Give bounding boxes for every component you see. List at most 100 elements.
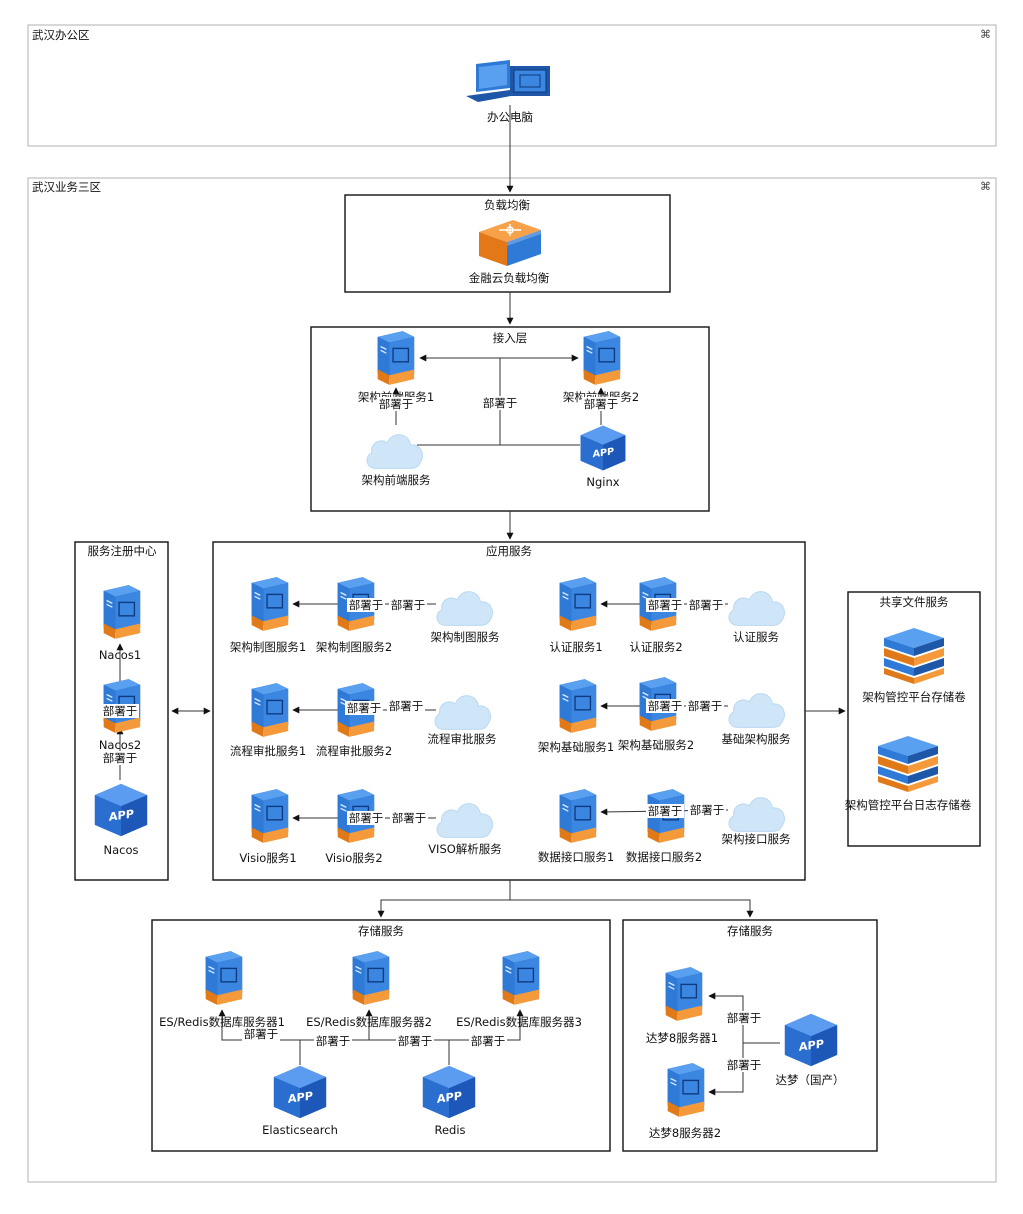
edge-label: 部署于 <box>688 699 723 713</box>
cloud-icon <box>728 591 786 626</box>
node-label: 架构制图服务2 <box>316 640 392 654</box>
edge-label: 部署于 <box>727 1011 762 1025</box>
node-data-cloud[interactable]: 架构接口服务 <box>722 797 791 846</box>
node-label: Nacos1 <box>99 648 141 662</box>
node-label: 达梦8服务器2 <box>649 1126 721 1140</box>
edge-label: 部署于 <box>379 397 414 411</box>
cloud-icon <box>436 591 494 626</box>
node-label: 办公电脑 <box>487 110 533 124</box>
app-icon <box>273 1065 327 1119</box>
node-draw-cloud[interactable]: 架构制图服务 <box>431 591 500 644</box>
node-flow1[interactable]: 流程审批服务1 <box>230 682 306 758</box>
node-label: 架构前端服务 <box>362 473 431 487</box>
node-redis[interactable]: Redis <box>422 1065 476 1137</box>
node-label: 架构基础服务1 <box>538 740 614 754</box>
node-base2[interactable]: 架构基础服务2 <box>618 676 694 752</box>
node-flow-cloud[interactable]: 流程审批服务 <box>428 695 497 746</box>
edge-label: 部署于 <box>103 751 138 765</box>
edge-label: 部署于 <box>316 1034 351 1048</box>
node-data1[interactable]: 数据接口服务1 <box>538 788 614 864</box>
cloud-icon <box>366 434 424 469</box>
zone-office: 武汉办公区 ⌘ <box>27 24 997 147</box>
edge-label: 部署于 <box>244 1027 279 1041</box>
node-es2[interactable]: ES/Redis数据库服务器2 <box>306 950 432 1029</box>
node-base-cloud[interactable]: 基础架构服务 <box>722 693 791 746</box>
edge-label: 部署于 <box>349 811 384 825</box>
box-load-balance: 负载均衡 <box>344 194 671 293</box>
node-dameng[interactable]: 达梦（国产） <box>776 1013 845 1087</box>
node-vol2[interactable]: 架构管控平台日志存储卷 <box>845 736 972 812</box>
node-es3[interactable]: ES/Redis数据库服务器3 <box>456 950 582 1029</box>
node-flow2[interactable]: 流程审批服务2 <box>316 682 392 758</box>
node-nginx[interactable]: Nginx <box>580 425 626 489</box>
edge-label: 部署于 <box>483 396 518 410</box>
node-auth-cloud[interactable]: 认证服务 <box>728 591 786 644</box>
node-fe1[interactable]: 架构前端服务1 <box>358 330 434 404</box>
server-icon <box>250 576 289 632</box>
edge-label: 部署于 <box>389 699 424 713</box>
main-connectors <box>171 105 846 918</box>
node-label: ES/Redis数据库服务器3 <box>456 1015 582 1029</box>
server-icon <box>582 330 621 386</box>
node-label: 流程审批服务 <box>428 732 497 746</box>
node-label: 认证服务1 <box>549 640 602 654</box>
edge-label: 部署于 <box>392 811 427 825</box>
node-label: 认证服务 <box>733 630 779 644</box>
edge-label: 部署于 <box>391 598 426 612</box>
edge-label: 部署于 <box>727 1058 762 1072</box>
node-draw2[interactable]: 架构制图服务2 <box>316 576 392 654</box>
node-dm1[interactable]: 达梦8服务器1 <box>646 966 718 1045</box>
node-auth1[interactable]: 认证服务1 <box>549 576 603 654</box>
edge-label: 部署于 <box>349 598 384 612</box>
edge-label: 部署于 <box>347 701 382 715</box>
cloud-icon <box>728 797 786 832</box>
edge-label: 部署于 <box>648 598 683 612</box>
node-nacos[interactable]: Nacos <box>94 783 148 857</box>
node-label: 认证服务2 <box>629 640 682 654</box>
node-nacos1[interactable]: Nacos1 <box>99 584 141 662</box>
server-icon <box>666 1062 705 1118</box>
edge-label: 部署于 <box>648 804 683 818</box>
box-title: 服务注册中心 <box>88 544 157 558</box>
node-label: 架构基础服务2 <box>618 738 694 752</box>
node-elasticsearch[interactable]: Elasticsearch <box>262 1065 338 1137</box>
node-load-balancer[interactable]: 金融云负载均衡 <box>469 219 550 285</box>
edge-app-storage1 <box>377 880 511 918</box>
edge-app-storage2 <box>510 899 754 918</box>
node-visio-cloud[interactable]: VISO解析服务 <box>428 803 502 856</box>
node-base1[interactable]: 架构基础服务1 <box>538 678 614 754</box>
node-fe2[interactable]: 架构前端服务2 <box>563 330 639 404</box>
edge-label: 部署于 <box>103 704 138 718</box>
storage-volume-icon <box>884 628 944 684</box>
load-balancer-icon <box>478 219 542 267</box>
node-visio1[interactable]: Visio服务1 <box>239 788 297 865</box>
box-storage-2: 存储服务 <box>622 919 878 1152</box>
node-label: 流程审批服务2 <box>316 744 392 758</box>
cloud-icon <box>728 693 786 728</box>
node-fe-cloud[interactable]: 架构前端服务 <box>362 434 431 487</box>
node-dm2[interactable]: 达梦8服务器2 <box>649 1062 721 1140</box>
node-data2[interactable]: 数据接口服务2 <box>626 788 702 864</box>
node-label: Nginx <box>586 475 619 489</box>
node-label: 数据接口服务1 <box>538 850 614 864</box>
server-icon <box>558 788 597 844</box>
node-auth2[interactable]: 认证服务2 <box>629 576 683 654</box>
node-nacos2[interactable]: Nacos2 <box>99 678 141 752</box>
edge-label: 部署于 <box>648 699 683 713</box>
expand-icon[interactable]: ⌘ <box>980 180 991 193</box>
zone-office-title: 武汉办公区 <box>32 28 90 42</box>
node-label: Elasticsearch <box>262 1123 338 1137</box>
node-draw1[interactable]: 架构制图服务1 <box>230 576 306 654</box>
node-label: ES/Redis数据库服务器1 <box>159 1015 285 1029</box>
node-visio2[interactable]: Visio服务2 <box>325 788 383 865</box>
box-registry: 服务注册中心 <box>74 541 169 881</box>
node-vol1[interactable]: 架构管控平台存储卷 <box>862 628 966 704</box>
node-es1[interactable]: ES/Redis数据库服务器1 <box>159 950 285 1029</box>
box-storage-1: 存储服务 <box>151 919 611 1152</box>
server-icon <box>204 950 243 1006</box>
edge-label: 部署于 <box>689 598 724 612</box>
node-office-pc[interactable]: 办公电脑 <box>466 60 551 124</box>
edge-label: 部署于 <box>471 1034 506 1048</box>
expand-icon[interactable]: ⌘ <box>980 28 991 41</box>
server-icon <box>376 330 415 386</box>
